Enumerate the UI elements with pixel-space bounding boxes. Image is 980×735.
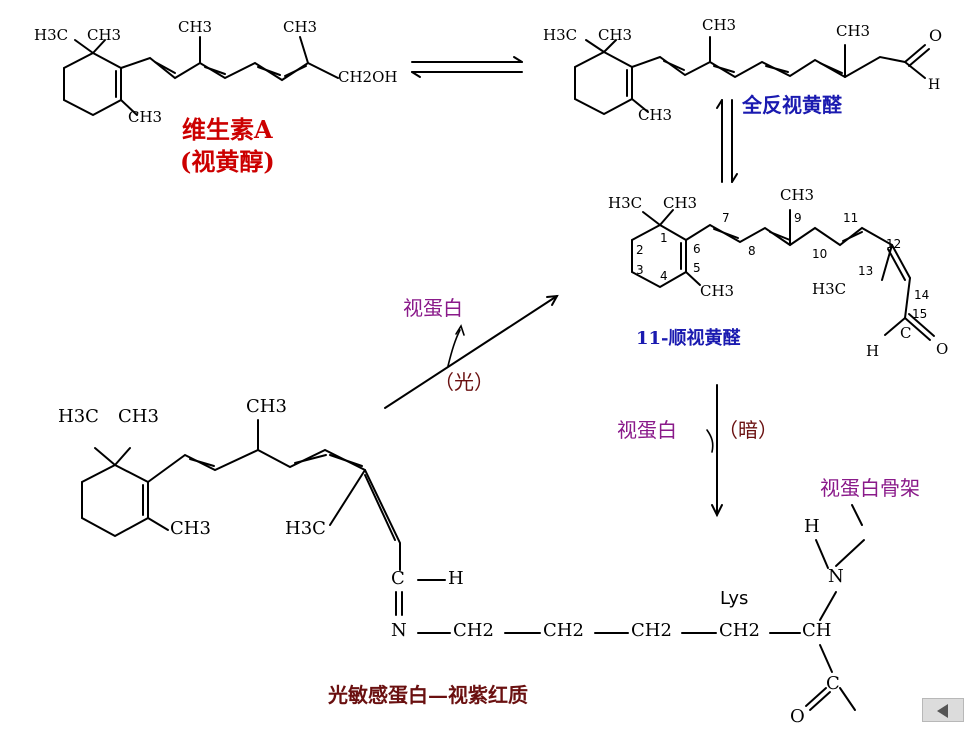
atom-number-2: 2 <box>636 243 644 257</box>
trans-h3c: H3C <box>543 26 578 44</box>
opsin-label-light: 视蛋白 <box>403 296 463 320</box>
atom-number-1: 1 <box>660 231 668 245</box>
lys-label: Lys <box>720 588 749 609</box>
rho-h: H <box>448 568 464 589</box>
trans-o: O <box>929 26 943 45</box>
atom-number-10: 10 <box>812 247 828 261</box>
atom-number-12: 12 <box>886 237 902 251</box>
rho-ch2-a: CH2 <box>453 620 494 641</box>
rho-ch3-a: CH3 <box>118 406 159 427</box>
atom-number-3: 3 <box>636 263 644 277</box>
11-cis-retinal-structure <box>631 209 935 341</box>
cis-ch3-a: CH3 <box>663 194 698 212</box>
rho-n-lys: N <box>828 566 844 587</box>
rho-ch2-d: CH2 <box>719 620 760 641</box>
cis-h3c: H3C <box>608 194 643 212</box>
atom-number-4: 4 <box>660 269 668 283</box>
rho-c: C <box>391 568 405 589</box>
equilibrium-arrows-top <box>411 56 523 78</box>
atom-number-5: 5 <box>693 261 701 275</box>
retinol-ch3-c: CH3 <box>283 18 318 36</box>
trans-ch3-a: CH3 <box>598 26 633 44</box>
cis-ch3-c: CH3 <box>700 282 735 300</box>
equilibrium-arrows-vertical <box>716 99 738 183</box>
cis-c: C <box>900 324 912 342</box>
atom-number-6: 6 <box>693 242 701 256</box>
atom-number-7: 7 <box>722 211 730 225</box>
retinol-ch2oh: CH2OH <box>338 68 398 86</box>
trans-ch3-b: CH3 <box>702 16 737 34</box>
trans-ch3-d: CH3 <box>638 106 673 124</box>
trans-ch3-c: CH3 <box>836 22 871 40</box>
opsin-label-dark: 视蛋白 <box>617 418 677 442</box>
atom-number-13: 13 <box>858 264 874 278</box>
previous-slide-button[interactable] <box>922 698 964 722</box>
rho-ch2-c: CH2 <box>631 620 672 641</box>
rho-ch3-c: CH3 <box>170 518 211 539</box>
rhodopsin-label: 光敏感蛋白—视紫红质 <box>328 683 528 707</box>
retinol-ch3-a: CH3 <box>87 26 122 44</box>
previous-slide-icon <box>937 704 948 718</box>
dark-arrow <box>706 384 723 518</box>
cis-ch3-b: CH3 <box>780 186 815 204</box>
atom-number-15: 15 <box>912 307 928 321</box>
rho-h3c: H3C <box>58 406 99 427</box>
rhodopsin-structure <box>81 419 865 711</box>
retinol-ch3-d: CH3 <box>128 108 163 126</box>
retinol-label: (视黄醇) <box>180 147 275 176</box>
rho-ch2-b: CH2 <box>543 620 584 641</box>
light-label: （光） <box>434 370 494 394</box>
rho-h-lys: H <box>804 516 820 537</box>
cis-h: H <box>866 342 880 360</box>
rho-ch3-b: CH3 <box>246 396 287 417</box>
rho-ch: CH <box>802 620 832 641</box>
11-cis-retinal-label: 11-顺视黄醛 <box>636 328 741 349</box>
atom-number-14: 14 <box>914 288 930 302</box>
all-trans-retinal-structure <box>574 36 930 116</box>
light-arrow <box>384 294 559 409</box>
trans-h: H <box>928 77 941 93</box>
rho-o: O <box>790 706 805 727</box>
retinol-structure <box>63 36 339 117</box>
atom-number-9: 9 <box>794 211 802 225</box>
rho-h3c-b: H3C <box>285 518 326 539</box>
retinol-ch3-b: CH3 <box>178 18 213 36</box>
dark-label: （暗） <box>718 418 778 442</box>
atom-number-8: 8 <box>748 244 756 258</box>
all-trans-retinal-label: 全反视黄醛 <box>742 93 842 117</box>
opsin-backbone-label: 视蛋白骨架 <box>820 476 920 500</box>
retinol-h3c: H3C <box>34 26 69 44</box>
rho-c-carbonyl: C <box>826 673 840 694</box>
cis-h3c-b: H3C <box>812 280 847 298</box>
cis-o: O <box>936 340 949 358</box>
rho-n: N <box>391 620 407 641</box>
vitamin-a-label: 维生素A <box>182 115 273 144</box>
atom-number-11: 11 <box>843 211 859 225</box>
